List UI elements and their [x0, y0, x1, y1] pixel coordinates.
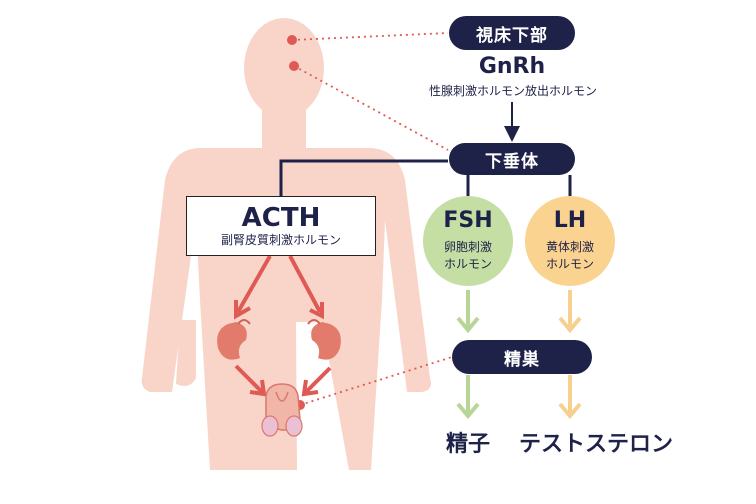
lh-full-line2: ホルモン [545, 257, 594, 271]
fsh-circle: FSH 卵胞刺激 ホルモン [423, 196, 513, 286]
fsh-label: FSH [443, 208, 493, 233]
lh-full-line1: 黄体刺激 [545, 240, 594, 254]
testes-organ [261, 383, 303, 437]
connector-testes [299, 356, 453, 406]
acth-full-name: 副腎皮質刺激ホルモン [220, 233, 341, 247]
acth-label: ACTH [241, 203, 321, 233]
fsh-full-line1: 卵胞刺激 [443, 240, 492, 254]
lh-circle: LH 黄体刺激 ホルモン [525, 196, 615, 286]
connector-hypothalamus [291, 32, 449, 41]
kidney-right [307, 319, 341, 360]
dotted-connectors [291, 32, 453, 406]
acth-arrows [234, 255, 332, 397]
lh-label: LH [553, 208, 587, 233]
testes-label: 精巣 [452, 340, 592, 374]
acth-box: ACTH 副腎皮質刺激ホルモン [186, 196, 376, 256]
pituitary-label: 下垂体 [449, 143, 575, 175]
hypothalamus-dot [287, 35, 297, 45]
fsh-full-line2: ホルモン [443, 257, 492, 271]
hypothalamus-label: 視床下部 [449, 16, 575, 50]
sperm-label: 精子 [445, 432, 490, 457]
pituitary-dot [289, 61, 299, 71]
kidney-left [217, 319, 251, 360]
acth-connector [279, 159, 448, 196]
testosterone-label: テストステロン [518, 432, 673, 457]
gnrh-label: GnRh [478, 54, 546, 79]
gnrh-full-name: 性腺刺激ホルモン放出ホルモン [428, 84, 597, 98]
